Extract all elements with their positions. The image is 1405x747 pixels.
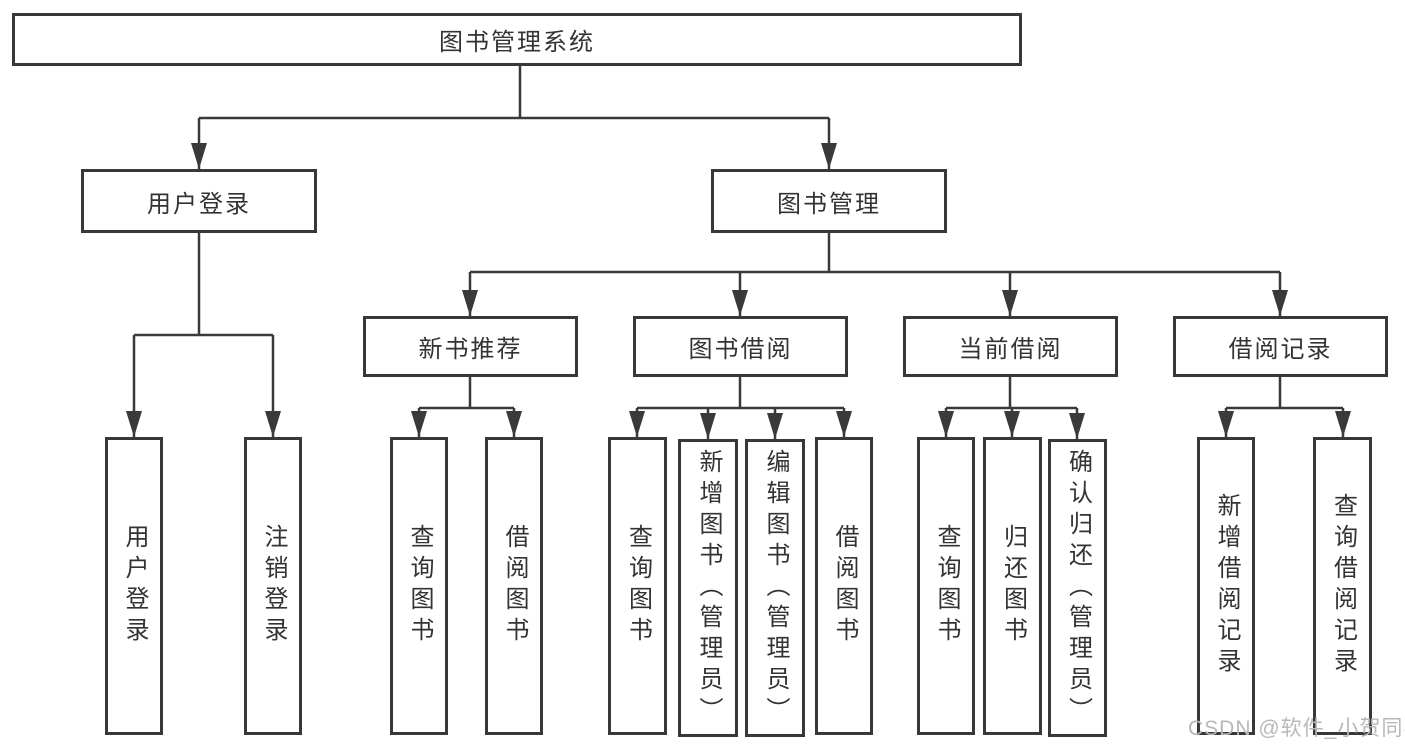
leaf-logout-label: 注销登录 (260, 524, 287, 648)
node-new-book-recommend-label: 新书推荐 (418, 336, 523, 363)
leaf-edit-books-admin: 编辑图书（管理员） (745, 439, 805, 737)
leaf-borrowing-borrow-books-label: 借阅图书 (831, 524, 858, 648)
node-new-book-recommend: 新书推荐 (363, 316, 578, 377)
leaf-logout: 注销登录 (244, 437, 302, 735)
leaf-borrowing-borrow-books: 借阅图书 (815, 437, 873, 735)
node-book-management: 图书管理 (711, 169, 947, 233)
leaf-confirm-return-admin-label: 确认归还（管理员） (1064, 448, 1092, 728)
node-user-login-label: 用户登录 (147, 190, 251, 218)
leaf-query-borrow-record: 查询借阅记录 (1313, 437, 1372, 735)
leaf-recommend-borrow-books: 借阅图书 (485, 437, 543, 735)
node-current-borrowing-label: 当前借阅 (958, 336, 1063, 363)
leaf-add-borrow-record-label: 新增借阅记录 (1213, 493, 1240, 679)
node-user-login: 用户登录 (81, 169, 317, 233)
leaf-user-login: 用户登录 (105, 437, 163, 735)
leaf-current-query-books-label: 查询图书 (933, 524, 960, 648)
leaf-add-books-admin: 新增图书（管理员） (678, 439, 738, 737)
leaf-return-books-label: 归还图书 (999, 524, 1027, 648)
node-root-label: 图书管理系统 (439, 29, 595, 56)
node-borrow-records: 借阅记录 (1173, 316, 1388, 377)
leaf-confirm-return-admin: 确认归还（管理员） (1048, 439, 1107, 737)
node-borrow-records-label: 借阅记录 (1228, 336, 1333, 363)
csdn-watermark: CSDN @软件_小贺同学 (1188, 717, 1405, 740)
leaf-return-books: 归还图书 (983, 437, 1042, 735)
leaf-borrowing-query-books-label: 查询图书 (624, 524, 652, 648)
leaf-user-login-label: 用户登录 (121, 524, 148, 648)
leaf-recommend-borrow-books-label: 借阅图书 (501, 524, 528, 648)
leaf-add-books-admin-label: 新增图书（管理员） (695, 448, 722, 728)
connector-stems (134, 66, 1343, 410)
leaf-edit-books-admin-label: 编辑图书（管理员） (762, 448, 789, 728)
leaf-query-borrow-record-label: 查询借阅记录 (1329, 493, 1357, 679)
leaf-borrowing-query-books: 查询图书 (608, 437, 667, 735)
node-current-borrowing: 当前借阅 (903, 316, 1118, 377)
node-book-management-label: 图书管理 (777, 190, 881, 218)
leaf-recommend-query-books: 查询图书 (390, 437, 448, 735)
leaf-recommend-query-books-label: 查询图书 (406, 524, 433, 648)
node-book-borrowing-label: 图书借阅 (688, 336, 793, 363)
connector-arrows (126, 118, 1351, 439)
node-root: 图书管理系统 (12, 13, 1022, 66)
node-book-borrowing: 图书借阅 (633, 316, 848, 377)
leaf-add-borrow-record: 新增借阅记录 (1197, 437, 1255, 735)
leaf-current-query-books: 查询图书 (917, 437, 975, 735)
